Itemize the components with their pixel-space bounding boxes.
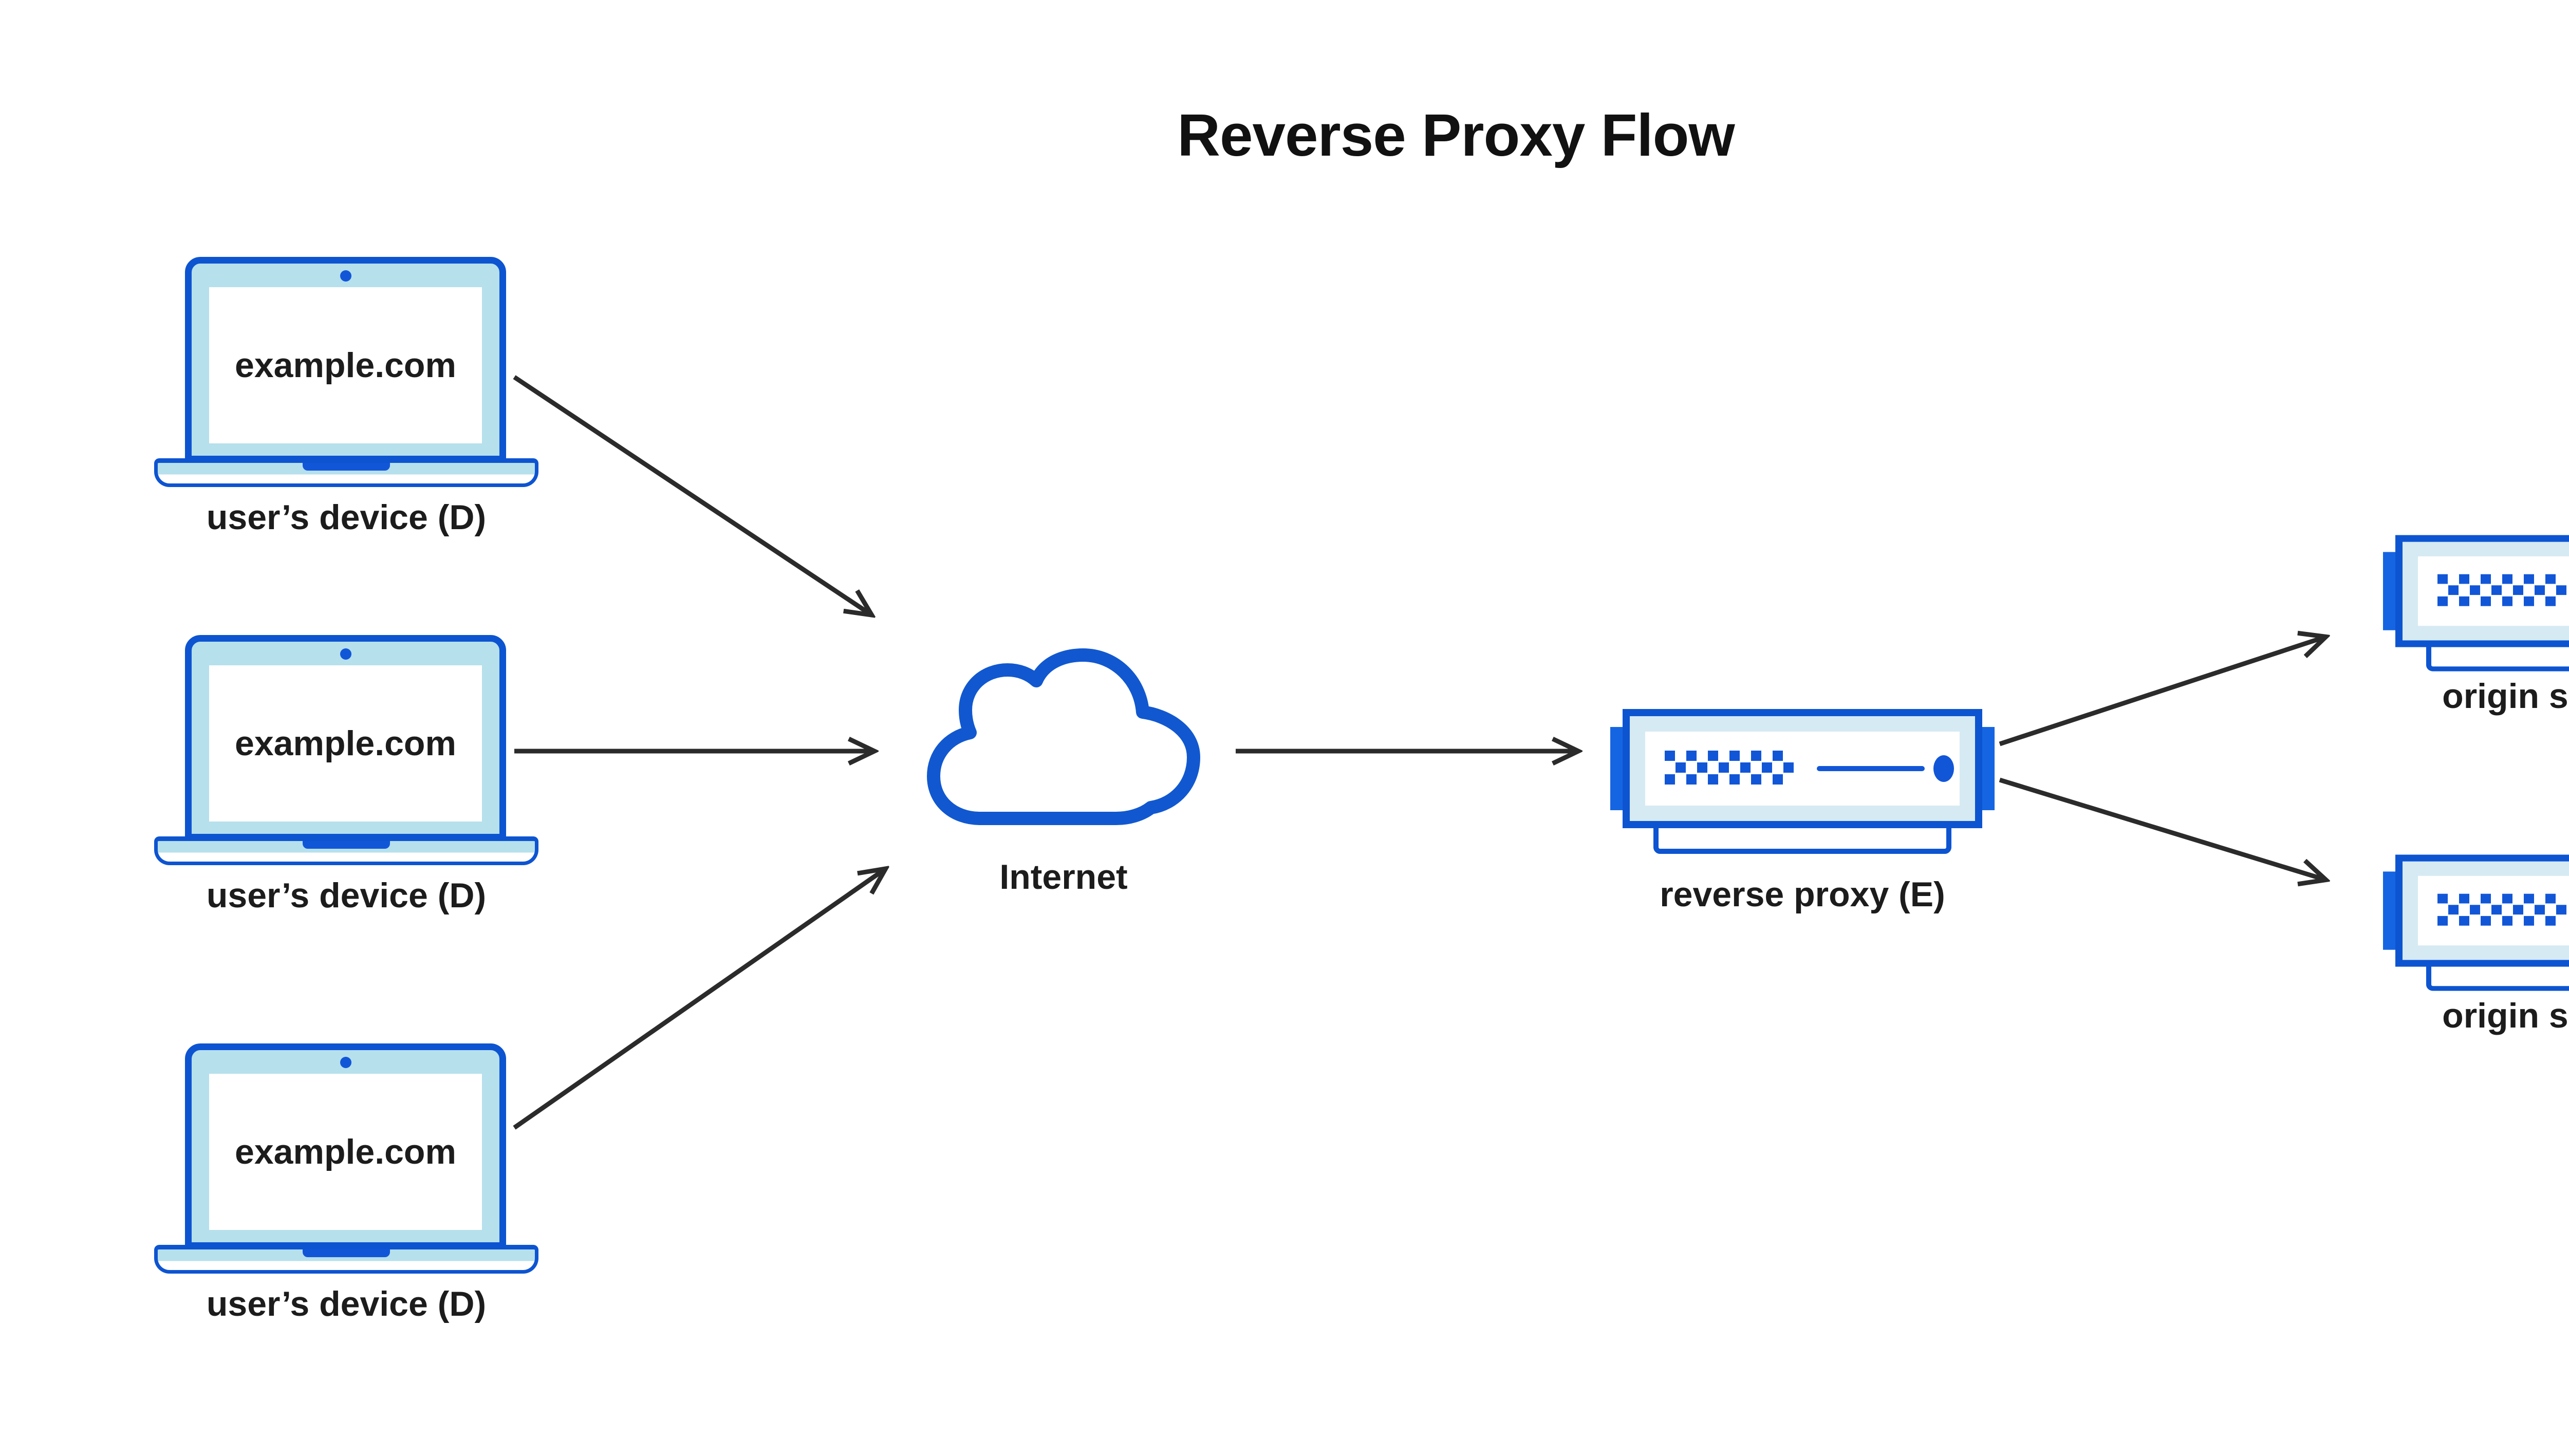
cloud-icon (927, 648, 1200, 825)
laptop-base (154, 1245, 538, 1274)
device-2: example.com (154, 635, 538, 865)
page-title: Reverse Proxy Flow (1177, 102, 1735, 169)
laptop-base (154, 836, 538, 865)
reverse-proxy-label: reverse proxy (E) (1660, 875, 1945, 914)
arrow-device1-internet (513, 375, 871, 614)
internet-label: Internet (999, 857, 1128, 897)
laptop-screen-text: example.com (209, 287, 482, 443)
webcam-dot-icon (340, 270, 351, 282)
server-icon (2380, 531, 2569, 676)
laptop-base (154, 458, 538, 487)
device-3: example.com (154, 1043, 538, 1274)
laptop-notch (303, 1249, 390, 1257)
laptop-notch (303, 463, 390, 471)
device-1-label: user’s device (D) (206, 498, 487, 537)
webcam-dot-icon (340, 648, 351, 660)
laptop-icon: example.com (185, 257, 506, 462)
laptop-notch (303, 841, 390, 849)
origin-server-2-label: origin server (F) (2442, 996, 2569, 1035)
laptop-icon: example.com (185, 635, 506, 841)
laptop-icon: example.com (185, 1043, 506, 1249)
origin-server-1-label: origin server (F) (2442, 677, 2569, 716)
device-3-label: user’s device (D) (206, 1284, 487, 1323)
arrow-proxy-origin2 (1999, 777, 2325, 880)
device-2-label: user’s device (D) (206, 876, 487, 915)
laptop-screen-text: example.com (209, 665, 482, 822)
server-icon (2380, 851, 2569, 996)
laptop-screen-text: example.com (209, 1074, 482, 1230)
webcam-dot-icon (340, 1057, 351, 1068)
server-icon (1607, 705, 1998, 859)
arrow-device3-internet (513, 869, 885, 1130)
arrow-proxy-origin1 (1999, 637, 2325, 746)
device-1: example.com (154, 257, 538, 487)
